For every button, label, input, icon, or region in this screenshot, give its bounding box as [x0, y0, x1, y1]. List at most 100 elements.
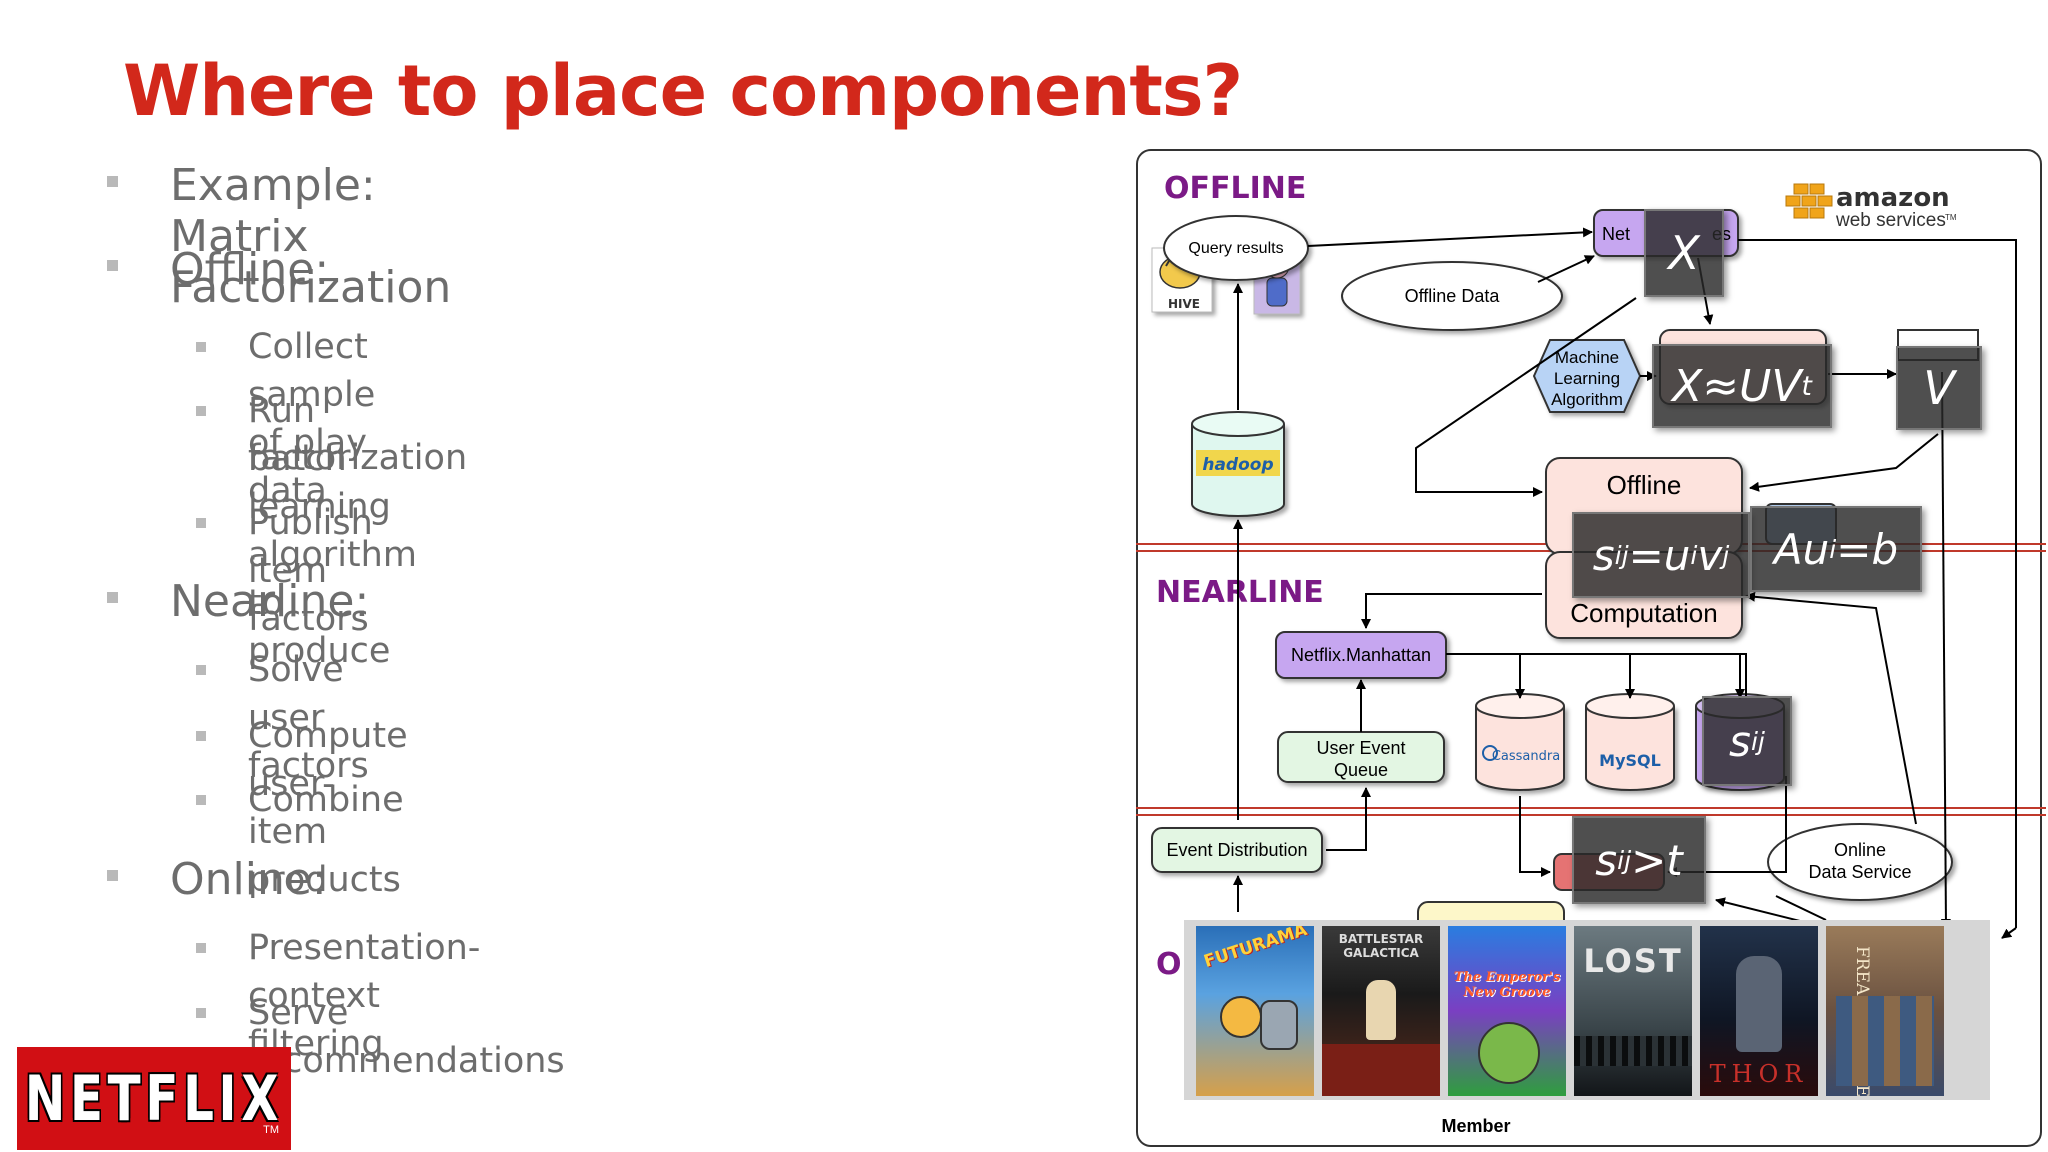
poster-lost: LOST: [1574, 926, 1692, 1096]
overlay-s-uv-v: v: [1697, 530, 1723, 580]
bullet-item: Example: Matrix Factorization: [170, 160, 452, 313]
poster-futurama: FUTURAMA: [1196, 926, 1314, 1096]
bullet-marker: [196, 406, 206, 416]
ml-algorithm-node: Machine Learning Algorithm: [1532, 339, 1642, 413]
nearline-computation-label: Computation: [1570, 598, 1717, 628]
bullet-item: Combine: [248, 780, 404, 820]
user-event-queue-node: User Event Queue: [1277, 731, 1445, 783]
bullet-item: Run batch learning algorithm to produce: [248, 391, 417, 671]
overlay-x-uv-sup: t: [1801, 370, 1812, 402]
overlay-au-b-sub: i: [1829, 534, 1837, 564]
page-title: Where to place components?: [123, 50, 1243, 132]
bullet-item: factorization: [248, 438, 468, 478]
poster-battlestar: BATTLESTAR GALACTICA: [1322, 926, 1440, 1096]
aws-logo: amazon web services TM: [1785, 183, 1957, 231]
netflix-manhattan-label: Netflix.Manhattan: [1291, 645, 1431, 665]
mysql-label: MySQL: [1599, 751, 1661, 770]
offline-data-label: Offline Data: [1405, 286, 1501, 306]
bullet-marker: [196, 342, 206, 352]
user-event-queue-line2: Queue: [1334, 760, 1388, 780]
bullet-marker: [196, 731, 206, 741]
overlay-s-ij-s: s: [1729, 716, 1751, 766]
offline-label: OFFLINE: [1164, 171, 1306, 206]
architecture-diagram: OFFLINE NEARLINE ON amazon web services …: [1136, 148, 2046, 1150]
aws-wordmark-sub: web services: [1835, 210, 1946, 231]
overlay-s-uv-v-sub: j: [1722, 540, 1730, 570]
poster-lost-title: LOST: [1583, 942, 1683, 980]
hadoop-label: hadoop: [1202, 455, 1273, 475]
aws-wordmark: amazon: [1836, 183, 1950, 213]
bullet-marker: [196, 518, 206, 528]
query-results-label: Query results: [1188, 240, 1283, 257]
netflix-logo-text: NETFLIX: [24, 1062, 284, 1135]
online-data-service-line2: Data Service: [1808, 862, 1911, 882]
bullet-item: Compute user-item products: [248, 716, 408, 900]
bullet-marker: [107, 260, 118, 271]
overlay-s-gt-t-sub: ij: [1617, 845, 1632, 875]
overlay-v-text: V: [1923, 361, 1955, 415]
overlay-s-gt-t-s: s: [1595, 835, 1618, 885]
member-label: Member: [1441, 1116, 1510, 1136]
bullet-item: Offline:: [170, 244, 330, 295]
overlay-x-text: X: [1668, 226, 1700, 280]
poster-thor: THOR: [1700, 926, 1818, 1096]
bullet-marker: [196, 795, 206, 805]
online-data-service-line1: Online: [1834, 840, 1886, 860]
poster-freaks-geeks: FREAKS AND GEEKS: [1826, 926, 1944, 1096]
cassandra-label: Cassandra: [1492, 749, 1560, 764]
overlay-x: X: [1644, 209, 1724, 297]
bullet-item: Nearline:: [170, 576, 370, 627]
user-event-queue-line1: User Event: [1316, 738, 1405, 758]
overlay-s-uv-s: s: [1592, 530, 1615, 580]
overlay-au-b-rest: =b: [1836, 524, 1899, 574]
cassandra-store: Cassandra: [1475, 693, 1565, 791]
netflix-logo: NETFLIX TM: [17, 1047, 291, 1150]
aws-cubes-icon: [1785, 183, 1833, 219]
poster-new-groove-title: The Emperor's New Groove: [1453, 970, 1561, 1000]
mysql-store: MySQL: [1585, 693, 1675, 791]
overlay-au-b-a: Au: [1773, 524, 1830, 574]
hadoop-store: hadoop: [1191, 411, 1285, 517]
overlay-s-uv-u-sub: i: [1690, 540, 1698, 570]
bullet-item: Publish item factors: [248, 503, 373, 639]
overlay-s-uv-eq: =u: [1628, 530, 1691, 580]
poster-futurama-title: FUTURAMA: [1201, 926, 1310, 973]
hive-label: HIVE: [1168, 297, 1200, 311]
bullet-marker: [196, 943, 206, 953]
netflix-hermes-label-start: Net: [1602, 224, 1630, 244]
overlay-s-gt-t-rest: >t: [1631, 835, 1683, 885]
query-results-node: Query results: [1163, 215, 1309, 281]
bullet-marker: [196, 1008, 206, 1018]
bullet-marker: [107, 870, 118, 881]
online-data-service-node: Online Data Service: [1767, 823, 1953, 901]
nearline-label: NEARLINE: [1156, 575, 1324, 610]
bullet-item: Collect sample of play data: [248, 327, 376, 511]
offline-computation-label: Offline: [1607, 470, 1682, 500]
bullet-item: Serve recommendations: [248, 993, 565, 1081]
bullet-marker: [196, 665, 206, 675]
bullet-item: Presentation-context filtering: [248, 928, 481, 1064]
poster-new-groove: The Emperor's New Groove: [1448, 926, 1566, 1096]
event-distribution-node: Event Distribution: [1151, 827, 1323, 873]
poster-thor-title: THOR: [1709, 1060, 1809, 1088]
ml-label-line2: Learning: [1554, 369, 1620, 388]
offline-data-node: Offline Data: [1341, 261, 1563, 331]
overlay-x-uv-base: X≈UV: [1672, 360, 1802, 412]
bullet-marker: [107, 176, 118, 187]
netflix-logo-tm: TM: [263, 1124, 279, 1136]
cassandra-eye-icon: [1482, 745, 1498, 761]
poster-battlestar-title: BATTLESTAR GALACTICA: [1338, 932, 1424, 960]
bullet-item: Solve user factors: [248, 650, 369, 786]
overlay-s-uv-s-sub: ij: [1614, 540, 1629, 570]
bullet-item: Online:: [170, 854, 327, 905]
bullet-marker: [107, 592, 118, 603]
ml-label-line1: Machine: [1555, 348, 1619, 367]
netflix-manhattan-node: Netflix.Manhattan: [1275, 631, 1447, 679]
event-distribution-label: Event Distribution: [1166, 840, 1307, 860]
ml-label-line3: Algorithm: [1551, 390, 1623, 409]
diagram-arrows: [1233, 227, 2017, 939]
